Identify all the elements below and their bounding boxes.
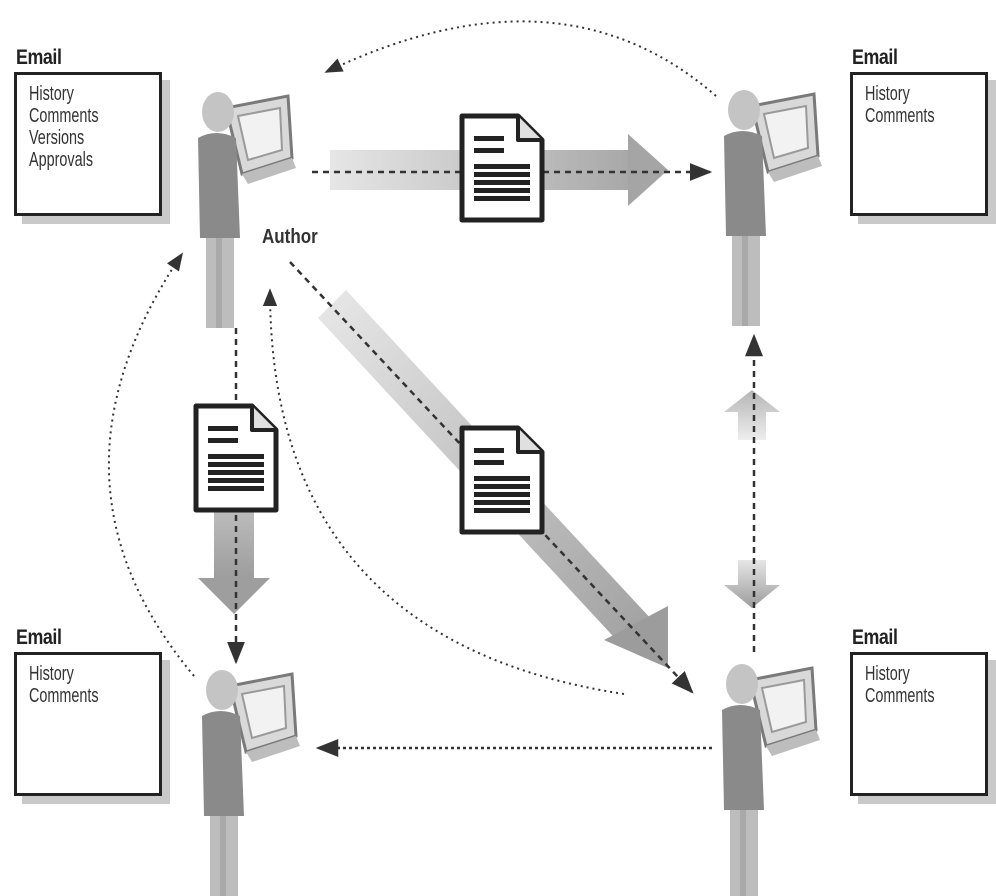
email-label-bottom-left: Email: [16, 626, 62, 649]
email-item: Versions: [29, 127, 85, 149]
email-box-bottom-right: History Comments: [850, 652, 988, 796]
document-icon: [462, 116, 542, 220]
email-item: Comments: [865, 105, 935, 127]
email-item: Comments: [29, 685, 99, 707]
email-item: History: [865, 83, 910, 105]
arrow-top-right-to-author: [324, 20, 717, 97]
email-box-top-right: History Comments: [850, 72, 988, 216]
email-label-top-left: Email: [16, 46, 62, 69]
email-item: History: [29, 663, 74, 685]
arrow-bottom-left-to-author: [107, 252, 195, 677]
person-at-computer-icon: [720, 662, 822, 896]
email-item: Approvals: [29, 149, 94, 171]
email-box-bottom-left: History Comments: [14, 652, 162, 796]
arrow-bottom-right-to-author: [262, 288, 625, 695]
person-at-computer-icon: [196, 90, 298, 330]
document-icon: [196, 406, 276, 510]
email-item: History: [29, 83, 74, 105]
curved-arrows: [107, 20, 717, 695]
person-at-computer-icon: [722, 88, 824, 328]
email-label-bottom-right: Email: [852, 626, 898, 649]
document-icon: [462, 428, 542, 532]
email-item: Comments: [865, 685, 935, 707]
band-bottom-right-to-top-right: [724, 390, 780, 608]
author-label: Author: [262, 226, 318, 248]
email-item: Comments: [29, 105, 99, 127]
email-box-top-left: History Comments Versions Approvals: [14, 72, 162, 216]
person-at-computer-icon: [200, 668, 302, 896]
email-label-top-right: Email: [852, 46, 898, 69]
email-item: History: [865, 663, 910, 685]
